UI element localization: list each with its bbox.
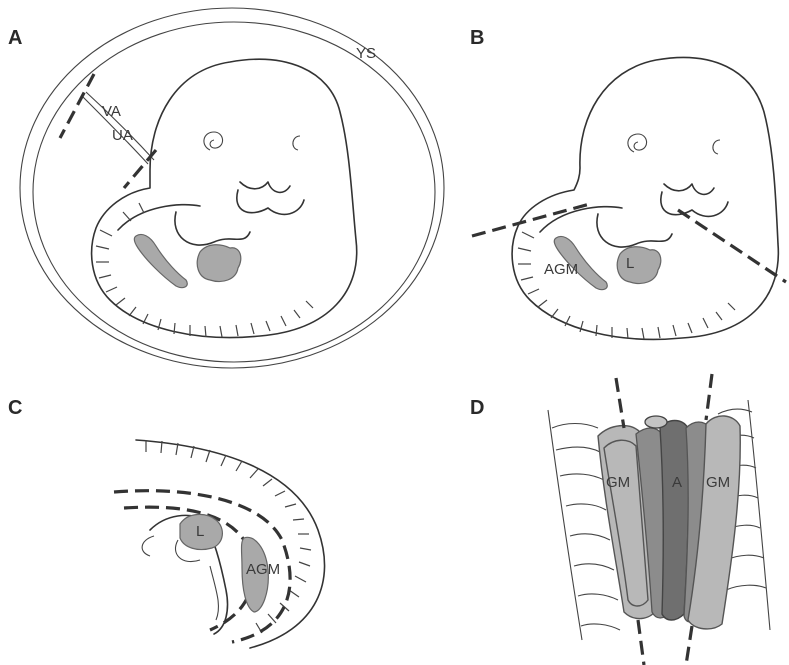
label-agm-b: AGM bbox=[544, 261, 578, 278]
somite-column-left bbox=[548, 410, 582, 640]
embryo-b-somites bbox=[518, 232, 735, 339]
label-gm-left: GM bbox=[606, 474, 630, 491]
embryo-b-eye bbox=[628, 134, 647, 152]
cut-line-d-right-bottom bbox=[686, 626, 692, 665]
panel-c-letter: C bbox=[8, 397, 22, 419]
panel-c: C bbox=[8, 397, 325, 648]
panel-a-letter: A bbox=[8, 27, 22, 49]
label-agm-c: AGM bbox=[246, 561, 280, 578]
label-ua: UA bbox=[112, 127, 133, 144]
panel-a: A bbox=[8, 8, 444, 368]
panel-b: B bbox=[470, 27, 786, 339]
label-ys: YS bbox=[356, 45, 376, 62]
label-va: VA bbox=[102, 103, 121, 120]
cut-line-d-left-top bbox=[616, 378, 624, 428]
liver-b bbox=[617, 247, 661, 284]
label-a: A bbox=[672, 474, 682, 491]
embryo-b-ear bbox=[713, 140, 720, 154]
label-l-c: L bbox=[196, 523, 204, 540]
embryo-a-eye bbox=[204, 132, 223, 150]
embryo-b-inner-curve bbox=[540, 207, 622, 232]
embryo-a-inner-curve bbox=[118, 205, 200, 230]
panel-d-letter: D bbox=[470, 397, 484, 419]
embryo-b-arches bbox=[661, 184, 728, 216]
liver-a bbox=[197, 245, 241, 282]
embryo-c-mesentery bbox=[175, 540, 218, 620]
agm-region-a bbox=[134, 234, 187, 287]
cut-line-d-right-top bbox=[706, 374, 712, 420]
label-l-b: L bbox=[626, 255, 634, 272]
embryo-c-limb bbox=[142, 536, 154, 556]
cut-line-a-vessels bbox=[60, 74, 94, 138]
embryo-a-arches bbox=[237, 182, 304, 214]
embryo-b-heart-region bbox=[597, 214, 672, 247]
cut-line-d-left-bottom bbox=[638, 620, 644, 665]
aorta-top bbox=[645, 416, 667, 428]
embryo-c-somites bbox=[146, 440, 311, 633]
embryo-a-ear bbox=[293, 136, 300, 150]
cut-line-b-caudal bbox=[678, 210, 786, 282]
embryo-a-heart-region bbox=[175, 212, 250, 245]
embryo-b-outline bbox=[512, 57, 778, 339]
panel-b-letter: B bbox=[470, 27, 484, 49]
dorsal-aorta bbox=[660, 421, 689, 621]
somite-column-right bbox=[748, 400, 770, 630]
yolk-sac-inner bbox=[33, 22, 435, 362]
embryo-a-outline bbox=[92, 59, 357, 337]
panel-d: D bbox=[470, 374, 770, 665]
label-gm-right: GM bbox=[706, 474, 730, 491]
